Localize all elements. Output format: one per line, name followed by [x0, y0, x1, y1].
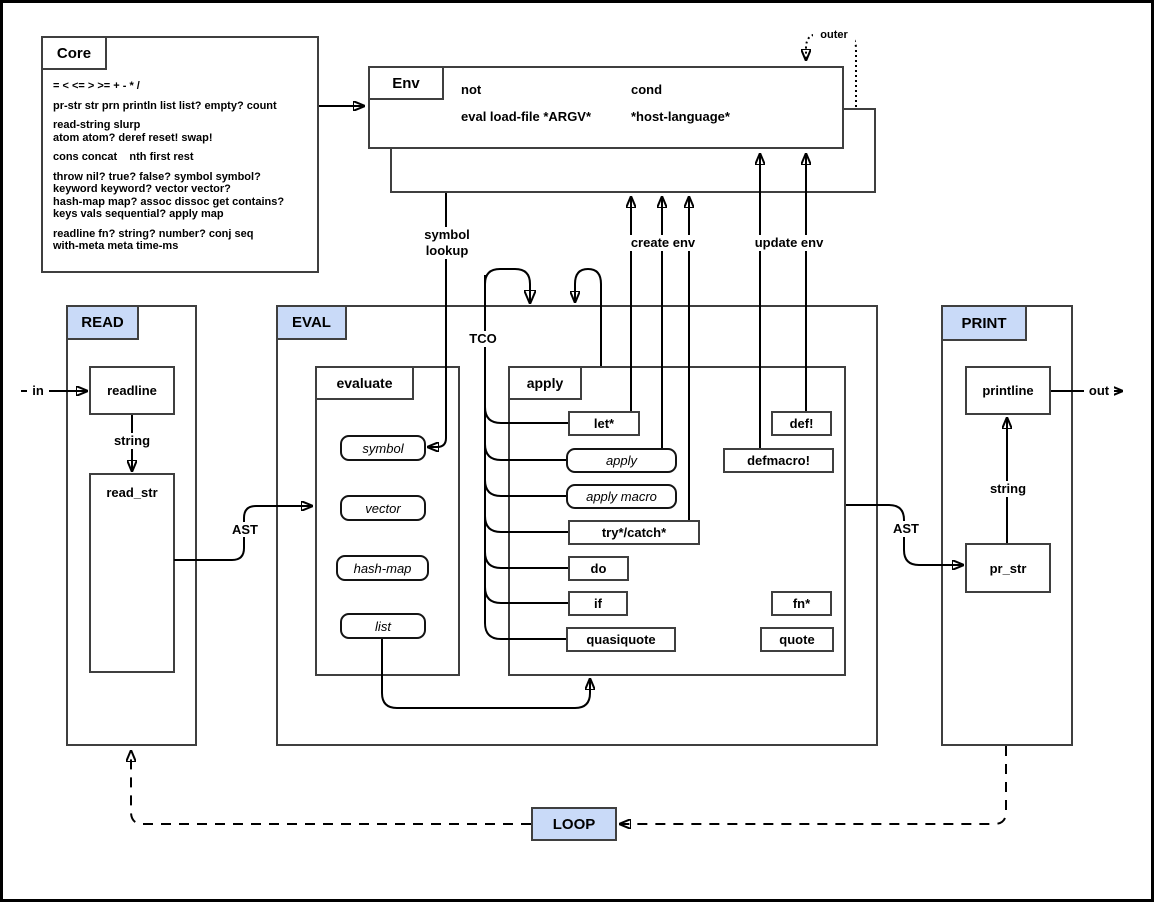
apply-title: apply: [508, 366, 582, 400]
in-label: in: [27, 383, 49, 399]
core-line: keyword keyword? vector vector?: [53, 183, 231, 195]
env-item-eval-loadfile-argv: eval load-file *ARGV*: [461, 109, 592, 124]
create-env-label: create env: [623, 235, 703, 251]
core-title: Core: [41, 36, 107, 70]
print-title: PRINT: [941, 305, 1027, 341]
apply-apply-macro-node: apply macro: [566, 484, 677, 509]
string-label-print: string: [984, 481, 1032, 497]
apply-do-node: do: [568, 556, 629, 581]
apply-fn-node: fn*: [771, 591, 832, 616]
evaluate-hash-map-node: hash-map: [336, 555, 429, 581]
core-line: keys vals sequential? apply map: [53, 208, 224, 220]
core-box: [41, 36, 319, 273]
eval-title: EVAL: [276, 305, 347, 340]
print-to-loop-dashed-arrow: [620, 746, 1007, 824]
core-line: atom atom? deref reset! swap!: [53, 131, 213, 144]
core-line: with-meta meta time-ms: [53, 240, 179, 252]
env-box: [368, 66, 844, 149]
apply-apply-node: apply: [566, 448, 677, 473]
loop-to-read-dashed-arrow: [131, 751, 531, 825]
evaluate-symbol-node: symbol: [340, 435, 426, 461]
outer-label: outer: [813, 27, 855, 43]
apply-defmacro-node: defmacro!: [723, 448, 834, 473]
core-line: cons concat nth first rest: [53, 151, 194, 163]
ast-label-read: AST: [227, 522, 263, 538]
apply-quote-node: quote: [760, 627, 834, 652]
apply-try-catch-node: try*/catch*: [568, 520, 700, 545]
symbol-lookup-line1: symbol: [424, 227, 470, 242]
tco-label: TCO: [464, 331, 502, 347]
string-label-read: string: [106, 433, 158, 449]
env-item-host-language: *host-language*: [631, 109, 730, 124]
evaluate-title: evaluate: [315, 366, 414, 400]
core-line: throw nil? true? false? symbol symbol?: [53, 170, 261, 183]
env-item-not: not: [461, 82, 482, 97]
out-label: out: [1084, 383, 1114, 399]
read-title: READ: [66, 305, 139, 340]
symbol-lookup-label: symbol lookup: [417, 227, 477, 259]
core-line: = < <= > >= + - * /: [53, 80, 140, 92]
read-str-node: read_str: [89, 473, 175, 673]
apply-let-node: let*: [568, 411, 640, 436]
evaluate-list-node: list: [340, 613, 426, 639]
env-item-cond: cond: [631, 82, 663, 97]
core-line: hash-map map? assoc dissoc get contains?: [53, 195, 285, 208]
symbol-lookup-line2: lookup: [425, 243, 469, 258]
core-function-list: = < <= > >= + - * / pr-str str prn print…: [53, 80, 313, 260]
apply-quasiquote-node: quasiquote: [566, 627, 676, 652]
printline-node: printline: [965, 366, 1051, 415]
core-line: readline fn? string? number? conj seq: [53, 227, 254, 240]
loop-node: LOOP: [531, 807, 617, 841]
ast-label-read-text: AST: [232, 522, 258, 537]
readline-node: readline: [89, 366, 175, 415]
apply-def-node: def!: [771, 411, 832, 436]
ast-label-eval: AST: [888, 521, 924, 537]
update-env-label: update env: [748, 235, 830, 251]
core-line: pr-str str prn println list list? empty?…: [53, 99, 277, 112]
apply-if-node: if: [568, 591, 628, 616]
pr-str-node: pr_str: [965, 543, 1051, 593]
evaluate-vector-node: vector: [340, 495, 426, 521]
env-title: Env: [368, 66, 444, 100]
core-line: read-string slurp: [53, 119, 141, 131]
